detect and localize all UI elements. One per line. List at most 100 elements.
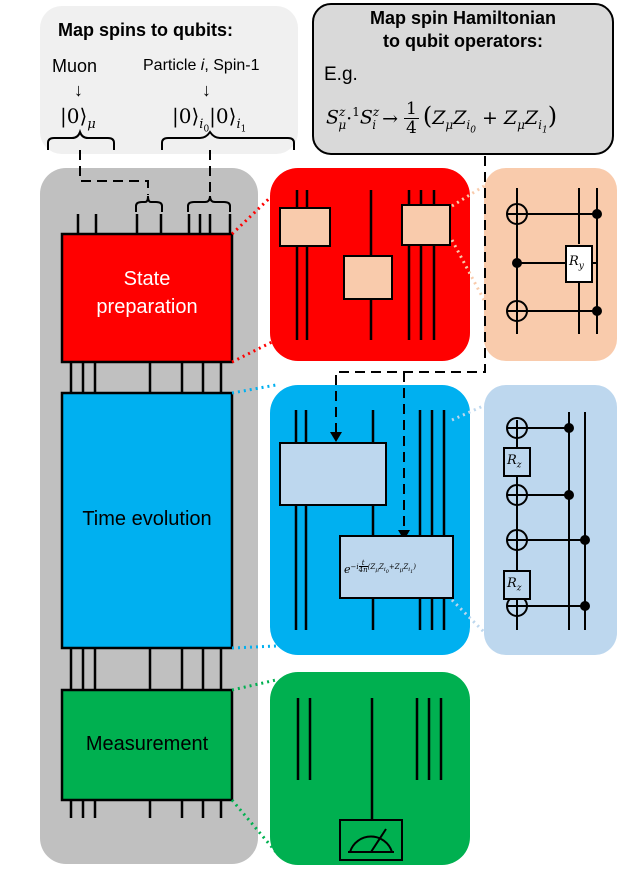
measurement-label: Measurement bbox=[85, 733, 209, 755]
wires-prep-to-evolution bbox=[69, 362, 223, 393]
muon-label: Muon bbox=[52, 56, 98, 76]
muon-arrow: ↓ bbox=[74, 80, 83, 100]
dashed-hamiltonian-connector bbox=[335, 156, 486, 440]
green-detail-panel bbox=[270, 672, 470, 865]
particle-ket-1: |0⟩ bbox=[172, 104, 200, 128]
particle-ket-1-sub-i: i bbox=[199, 117, 204, 132]
formula-z3: Z bbox=[503, 106, 518, 129]
ry-gate bbox=[565, 245, 593, 283]
rz-gate-2-label: Rz bbox=[507, 576, 522, 594]
rz-circuit bbox=[506, 412, 586, 630]
exp-sub-mu2: μ bbox=[399, 566, 404, 573]
formula-z4-sub-i: i bbox=[538, 117, 542, 132]
formula-s-mu-sub: μ bbox=[338, 117, 347, 132]
state-prep-gate-1 bbox=[279, 207, 331, 247]
formula-rhs-close: ) bbox=[547, 101, 558, 130]
header-right-title-line2: to qubit operators: bbox=[383, 31, 543, 51]
rz-control-dot-2 bbox=[564, 490, 574, 500]
particle-ket-1-sub: i0 bbox=[199, 117, 210, 135]
exp-sub-mu1: μ bbox=[375, 566, 379, 573]
formula-frac-den: 4 bbox=[405, 118, 417, 138]
formula-plus: + bbox=[481, 106, 498, 129]
formula-s-mu-letter: S bbox=[326, 106, 340, 129]
formula-s-i: 1Szi bbox=[352, 105, 379, 132]
time-evolution-gate-1 bbox=[279, 442, 387, 506]
exp-sub-1: 1 bbox=[410, 569, 414, 576]
formula-dot: · bbox=[346, 107, 353, 130]
rz-gate-1 bbox=[503, 447, 531, 477]
muon-ket-sub: μ bbox=[87, 117, 96, 132]
exp-frac-den: 4n bbox=[358, 566, 368, 574]
exp-sub-i0: i0 bbox=[383, 566, 389, 576]
formula-rhs: (ZμZi0+ZμZi1) bbox=[423, 102, 557, 135]
time-evolution-label: Time evolution bbox=[82, 508, 212, 530]
formula-z3-sub: μ bbox=[517, 117, 525, 132]
formula-s-i-pre: 1 bbox=[352, 105, 360, 120]
wires-output bbox=[69, 800, 223, 818]
particle-spin: , Spin-1 bbox=[204, 57, 260, 74]
input-brace-muon bbox=[135, 195, 163, 212]
meter-needle bbox=[370, 828, 387, 853]
formula-s-mu-sup: z bbox=[339, 105, 346, 120]
time-evolution-block bbox=[60, 391, 234, 650]
rz-control-dot-1 bbox=[564, 423, 574, 433]
muon-ket: |0⟩μ bbox=[60, 104, 96, 132]
rz-gate-1-label: Rz bbox=[507, 453, 522, 471]
particle-ket-2-sub-1: 1 bbox=[240, 124, 247, 135]
exp-frac-num: t bbox=[358, 560, 368, 567]
ry-control-dot-1 bbox=[592, 209, 602, 219]
rz-control-dot-4 bbox=[580, 601, 590, 611]
header-left-panel bbox=[40, 6, 298, 154]
measurement-circuit-wires bbox=[296, 698, 443, 820]
formula-z2-sub-0: 0 bbox=[470, 125, 476, 136]
particle-arrow: ↓ bbox=[202, 80, 211, 100]
zoom-lines bbox=[230, 184, 494, 853]
meter-icon bbox=[349, 835, 393, 853]
rz-gate-2 bbox=[503, 570, 531, 600]
particle-word: Particle bbox=[143, 57, 201, 74]
formula-z2-sub: i0 bbox=[466, 117, 476, 136]
state-prep-gate-3 bbox=[401, 204, 451, 246]
wires-evolution-to-measurement bbox=[69, 648, 223, 690]
formula-z1: Z bbox=[432, 106, 446, 129]
formula-z4-sub: i1 bbox=[538, 117, 548, 135]
rz-control-dot-3 bbox=[580, 535, 590, 545]
exp-sub-0: 0 bbox=[385, 569, 389, 576]
muon-brace bbox=[47, 128, 115, 150]
formula-z2-sub-i: i bbox=[466, 117, 471, 132]
input-wires bbox=[76, 214, 232, 234]
ry-control-dot-2 bbox=[512, 258, 522, 268]
rz-gate-1-sub: z bbox=[516, 460, 522, 471]
particle-ket-1-sub-0: 0 bbox=[203, 124, 210, 135]
particle-ket-2-sub-i: i bbox=[236, 117, 241, 132]
formula-rhs-open: ( bbox=[422, 101, 433, 130]
ry-gate-letter: R bbox=[569, 254, 579, 269]
formula-s-mu: Szμ bbox=[326, 105, 346, 131]
header-right-title-line1: Map spin Hamiltonian bbox=[369, 8, 556, 28]
formula-fraction: 1 4 bbox=[403, 99, 419, 138]
meter-box bbox=[339, 819, 403, 861]
state-preparation-block bbox=[60, 232, 234, 364]
formula-s-i-sub: i bbox=[372, 117, 377, 132]
state-prep-label-line1: State bbox=[123, 268, 171, 290]
state-prep-label-line2: preparation bbox=[96, 296, 198, 318]
particle-ket-2-sub: i1 bbox=[236, 117, 247, 135]
particle-ket-2: |0⟩ bbox=[209, 104, 237, 128]
header-left-title: Map spins to qubits: bbox=[58, 20, 233, 40]
exp-base: e bbox=[344, 563, 351, 577]
time-evolution-gate-2 bbox=[339, 535, 454, 599]
particle-index: i bbox=[200, 57, 205, 74]
formula-z4: Z bbox=[524, 106, 539, 129]
ry-gate-label: Ry bbox=[569, 254, 584, 272]
particle-brace bbox=[161, 130, 295, 150]
header-right-panel bbox=[312, 3, 614, 155]
blue-detail-panel bbox=[270, 385, 470, 655]
rz-gate-2-letter: R bbox=[507, 576, 517, 591]
hamiltonian-formula: Szμ · 1Szi → 1 4 (ZμZi0+ZμZi1) bbox=[326, 100, 557, 137]
formula-arrow: → bbox=[382, 107, 398, 130]
formula-frac-num: 1 bbox=[403, 99, 419, 119]
